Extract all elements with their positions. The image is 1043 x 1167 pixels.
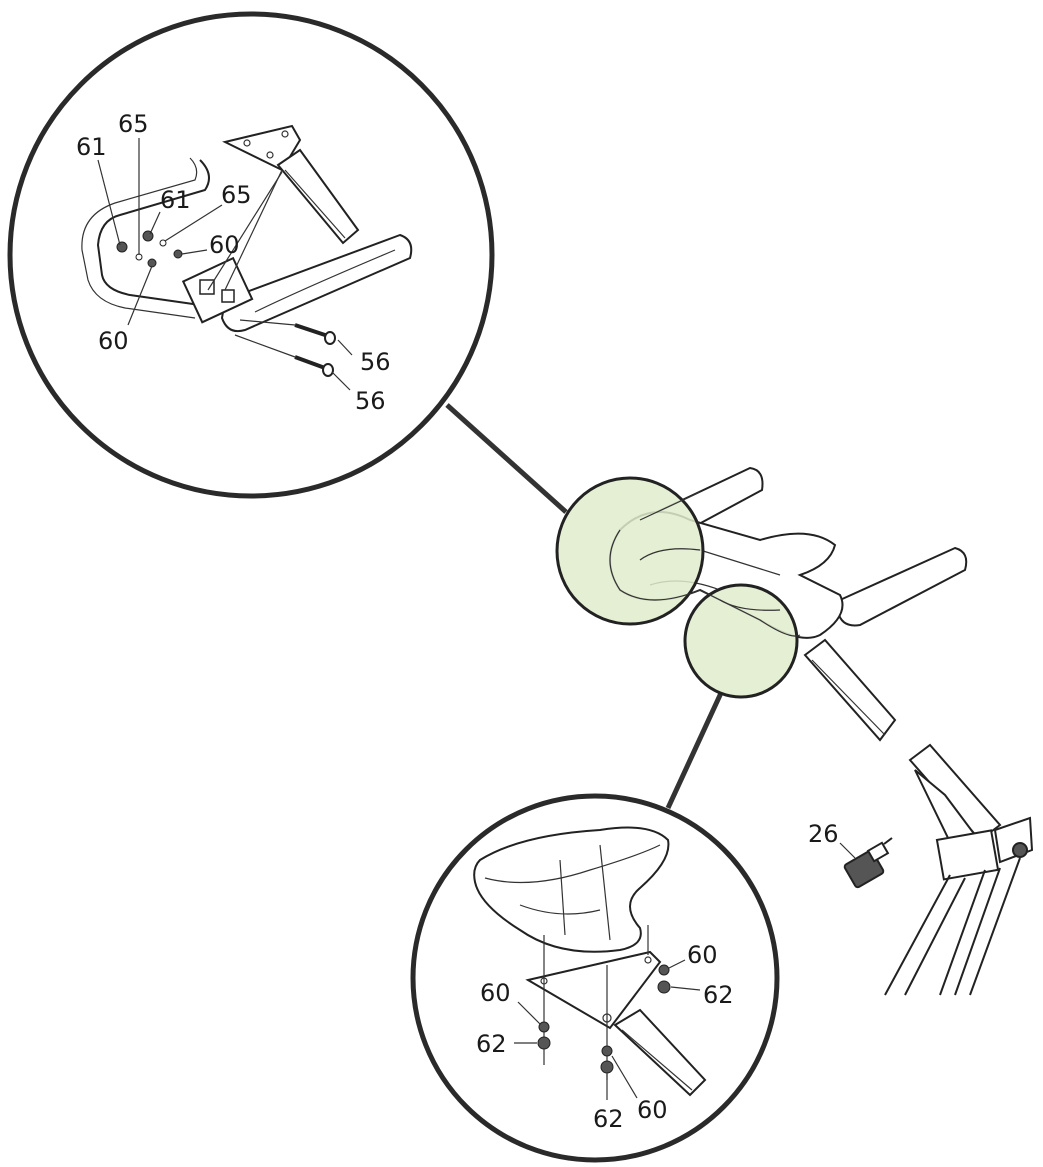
detail-circle-handlebar: 61 65 61 65 60 60 56 56 — [7, 11, 495, 499]
part-label-26: 26 — [808, 820, 839, 848]
part-label-65-left: 65 — [118, 110, 149, 138]
highlight-circle-seat — [683, 583, 799, 699]
part-label-62-seat-bottom: 62 — [593, 1105, 624, 1133]
connector-line-top — [445, 403, 568, 514]
part-label-60-seat-right: 60 — [687, 941, 718, 969]
part-label-60-right: 60 — [209, 231, 240, 259]
part-label-56-upper: 56 — [360, 348, 391, 376]
connector-line-bottom — [665, 691, 724, 810]
bolt-56-lower — [294, 355, 334, 377]
part-label-56-lower: 56 — [355, 387, 386, 415]
part-label-60-seat-left: 60 — [480, 979, 511, 1007]
part-label-61-right: 61 — [160, 186, 191, 214]
part-label-65-right: 65 — [221, 181, 252, 209]
part-label-60-left: 60 — [98, 327, 129, 355]
bolt-56-upper — [294, 323, 336, 345]
frame-upright — [884, 743, 1034, 996]
part-label-61-left: 61 — [76, 133, 107, 161]
part-label-62-seat-left: 62 — [476, 1030, 507, 1058]
part-label-60-seat-bottom: 60 — [637, 1096, 668, 1124]
knob-26: 26 — [808, 820, 893, 889]
detail-circle-seat: 60 62 60 62 62 60 — [410, 793, 780, 1163]
highlight-circle-handlebar — [555, 476, 705, 626]
part-label-62-seat-right: 62 — [703, 981, 734, 1009]
